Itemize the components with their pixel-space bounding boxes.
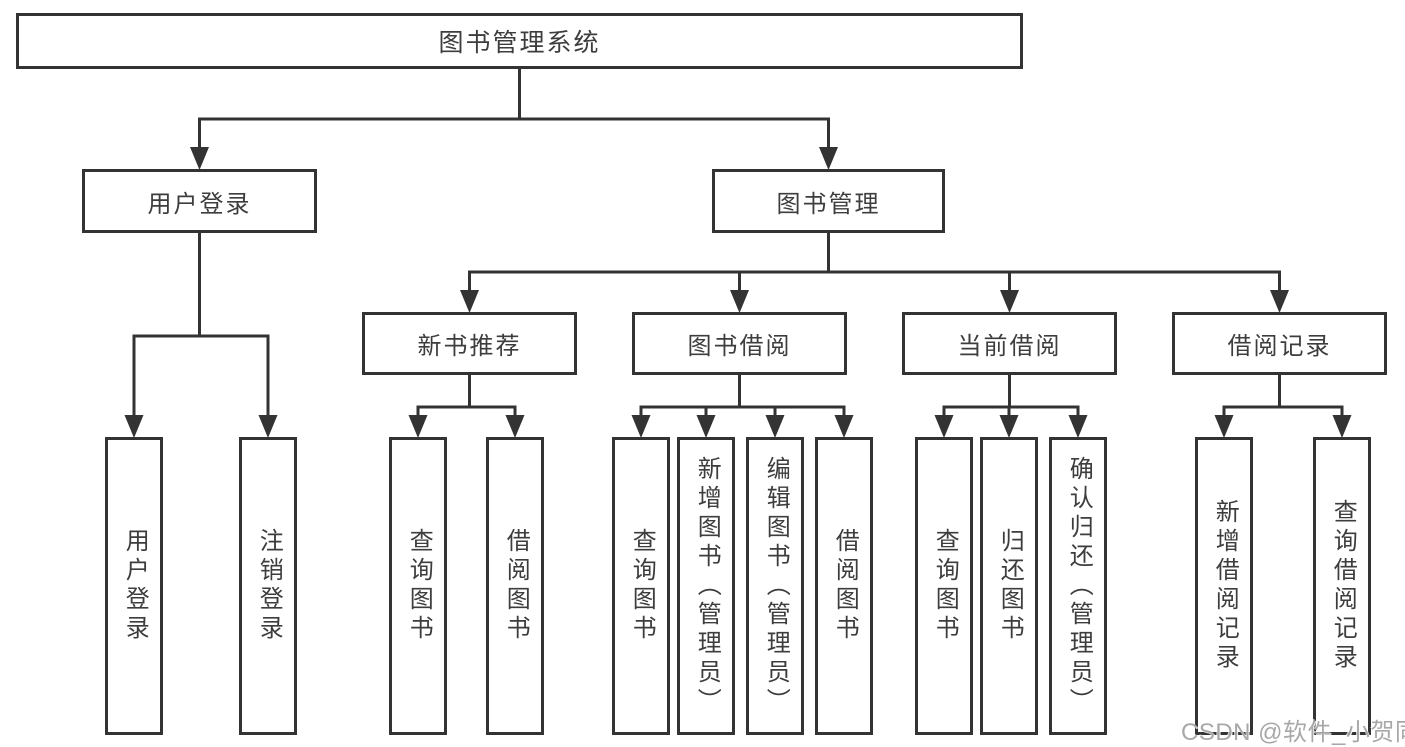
leaf-borrow-books: 借阅图书 <box>815 437 873 735</box>
leaf-logout: 注销登录 <box>239 437 297 735</box>
node-book-management: 图书管理 <box>712 169 945 233</box>
leaf-query-borrow-record: 查询借阅记录 <box>1313 437 1371 735</box>
node-book-borrow: 图书借阅 <box>632 312 847 375</box>
leaf-borrow-books-recommend: 借阅图书 <box>486 437 544 735</box>
leaf-add-borrow-record: 新增借阅记录 <box>1195 437 1253 735</box>
node-borrow-records: 借阅记录 <box>1172 312 1387 375</box>
node-user-login: 用户登录 <box>82 169 317 233</box>
leaf-query-books-current: 查询图书 <box>915 437 973 735</box>
leaf-return-books: 归还图书 <box>980 437 1038 735</box>
node-library-system: 图书管理系统 <box>16 13 1023 69</box>
leaf-user-login: 用户登录 <box>105 437 163 735</box>
leaf-query-books-borrow: 查询图书 <box>612 437 670 735</box>
leaf-confirm-return-admin: 确认归还（管理员） <box>1049 437 1107 735</box>
leaf-query-books-recommend: 查询图书 <box>389 437 447 735</box>
leaf-edit-books-admin: 编辑图书（管理员） <box>746 437 804 735</box>
node-new-book-recommend: 新书推荐 <box>362 312 577 375</box>
csdn-watermark: CSDN @软件_小贺同学 <box>1181 719 1405 746</box>
node-current-borrow: 当前借阅 <box>902 312 1117 375</box>
leaf-add-books-admin: 新增图书（管理员） <box>677 437 735 735</box>
